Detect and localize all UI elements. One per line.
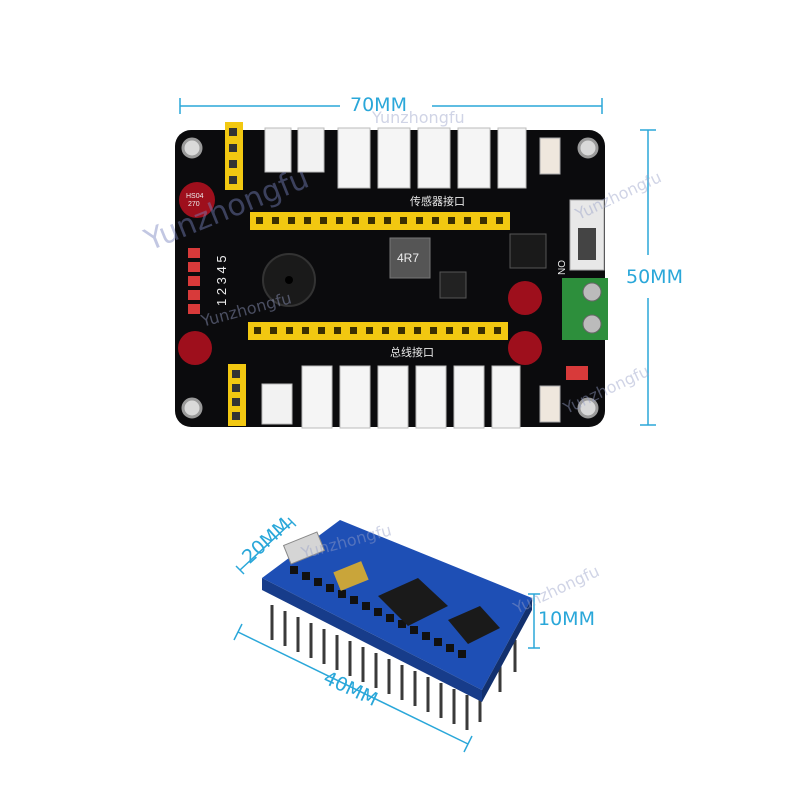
header-bottom-row <box>248 322 508 340</box>
regulator-chip <box>439 271 467 299</box>
terminal-block <box>562 278 608 340</box>
power-regulator <box>509 233 547 269</box>
silk-bus-header: 总线接口 <box>390 345 434 359</box>
bottom-bus-connectors <box>261 365 521 429</box>
silk-inductor: 4R7 <box>397 251 419 265</box>
capacitor-right-bottom <box>508 331 542 365</box>
small-height-label: 10MM <box>538 608 595 630</box>
uart-header-top <box>225 122 243 190</box>
red-pin-row <box>188 248 200 314</box>
header-top-row <box>250 212 510 230</box>
silk-top-header: 传感器接口 <box>410 195 465 208</box>
capacitor-left-bottom <box>178 331 212 365</box>
silk-switch-on: ON <box>555 260 566 275</box>
inductor <box>389 237 431 279</box>
mounting-holes <box>181 137 599 419</box>
watermark: Yunzhongfu <box>372 108 465 127</box>
uart-header-bottom <box>228 364 246 426</box>
capacitor-left-top: HS04 270 <box>179 182 215 218</box>
svg-text:270: 270 <box>188 201 200 208</box>
header-top-holes <box>256 217 503 224</box>
silk-numbers: 1 2 3 4 5 <box>214 255 229 306</box>
capacitor-right-top <box>508 281 542 315</box>
key2-connector <box>539 385 561 423</box>
key1-connector <box>539 137 561 175</box>
small-board-illustration <box>233 517 540 753</box>
height-dimension-line <box>640 129 656 426</box>
svg-text:HS04: HS04 <box>186 193 204 200</box>
width-dimension-line <box>179 98 603 114</box>
large-height-label: 50MM <box>626 266 683 288</box>
header-bottom-holes <box>254 327 501 334</box>
red-jumper <box>566 366 588 380</box>
top-sensor-connectors <box>264 127 527 189</box>
large-width-label: 70MM <box>350 94 407 116</box>
